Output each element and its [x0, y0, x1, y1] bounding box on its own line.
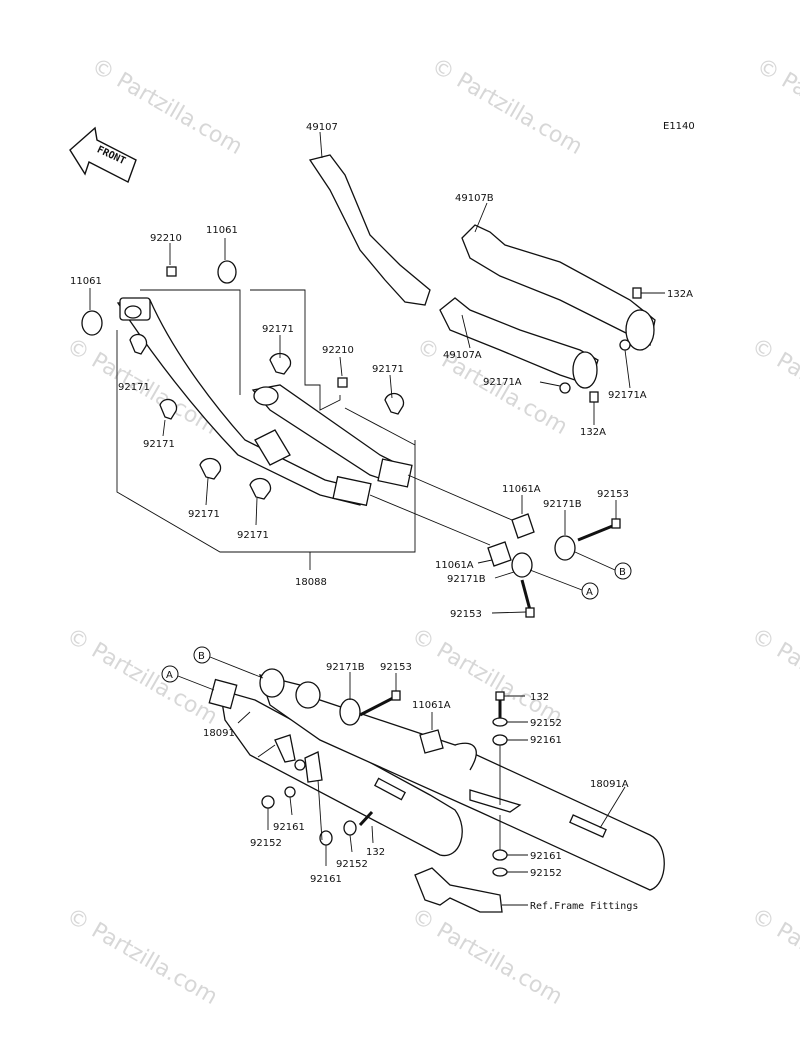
muffler-18091A	[259, 668, 665, 891]
label-132A: 132A	[580, 427, 606, 438]
muffler-bracket-hardware-right	[492, 691, 528, 877]
label-92161: 92161	[530, 851, 562, 862]
bolt-92153-lower	[491, 579, 535, 618]
label-92171: 92171	[262, 324, 294, 335]
label-132: 132	[366, 847, 385, 858]
watermark: © Partzilla.com	[747, 904, 800, 1011]
label-92161: 92161	[530, 735, 562, 746]
label-132: 132	[530, 692, 549, 703]
label-92161: 92161	[273, 822, 305, 833]
watermark: © Partzilla.com	[407, 624, 567, 731]
callout-b-label: B	[619, 567, 626, 578]
label-92171A: 92171A	[608, 390, 647, 401]
callout-a-label: A	[166, 670, 173, 681]
watermark: © Partzilla.com	[752, 54, 800, 161]
label-92210: 92210	[322, 345, 354, 356]
front-arrow-icon: FRONT	[69, 126, 137, 183]
sleeve-11061A-lower	[477, 541, 512, 567]
watermark: © Partzilla.com	[62, 904, 222, 1011]
label-92152: 92152	[336, 859, 368, 870]
label-92210: 92210	[150, 233, 182, 244]
clamp-92171A-right	[619, 339, 631, 389]
label-92153: 92153	[597, 489, 629, 500]
clamp-92171A-left	[539, 381, 571, 394]
bolt-92153-upper	[577, 500, 621, 542]
muffler-bracket-hardware-left	[257, 734, 374, 866]
frame-fitting-bracket	[414, 867, 528, 913]
watermark: © Partzilla.com	[747, 334, 800, 441]
callout-a-lower: A	[161, 665, 215, 691]
watermark: © Partzilla.com	[427, 54, 587, 161]
label-92161: 92161	[310, 874, 342, 885]
screw-132A-top	[632, 287, 665, 299]
diagram-code: E1140	[663, 121, 695, 132]
label-11061A: 11061A	[435, 560, 474, 571]
part-labels: 49107 49107B 49107A 132A 132A 92171A 921…	[70, 122, 693, 912]
callout-a-upper: A	[529, 569, 599, 600]
label-92171A: 92171A	[483, 377, 522, 388]
sleeve-11061A-bottom	[419, 712, 444, 754]
watermark: © Partzilla.com	[87, 54, 247, 161]
clamp-92171B-upper	[554, 510, 576, 561]
callout-b-upper: B	[574, 551, 632, 580]
label-11061: 11061	[70, 276, 102, 287]
label-92171: 92171	[143, 439, 175, 450]
leader-18091A	[599, 786, 626, 829]
label-92152: 92152	[250, 838, 282, 849]
gasket-11061-top	[217, 238, 237, 284]
label-92171B: 92171B	[326, 662, 365, 673]
clamp-92171-5	[199, 457, 222, 506]
label-92153: 92153	[450, 609, 482, 620]
label-92171: 92171	[237, 530, 269, 541]
label-18091: 18091	[203, 728, 235, 739]
label-92171: 92171	[118, 382, 150, 393]
label-11061: 11061	[206, 225, 238, 236]
watermark: © Partzilla.com	[747, 624, 800, 731]
label-18088: 18088	[295, 577, 327, 588]
heat-cover-49107B	[461, 202, 656, 351]
label-ref-frame-fittings: Ref.Frame Fittings	[530, 901, 638, 912]
watermark-layer: © Partzilla.com © Partzilla.com © Partzi…	[62, 54, 800, 1011]
label-132A: 132A	[667, 289, 693, 300]
clamp-92171B-lower	[494, 552, 533, 579]
label-92152: 92152	[530, 868, 562, 879]
sleeve-11061A-upper	[511, 495, 535, 539]
group-bracket-18088	[116, 289, 513, 570]
leader-18091	[237, 711, 251, 724]
bolt-92153-bottom	[359, 673, 401, 717]
label-49107: 49107	[306, 122, 338, 133]
clamp-92171-1	[129, 333, 148, 355]
gasket-11061-left	[81, 288, 103, 336]
heat-cover-49107	[308, 131, 431, 306]
label-18091A: 18091A	[590, 779, 629, 790]
label-92171: 92171	[188, 509, 220, 520]
nut-92210-left	[166, 243, 177, 277]
label-92153: 92153	[380, 662, 412, 673]
label-92171B: 92171B	[447, 574, 486, 585]
clamp-92171-3	[269, 335, 292, 375]
clamp-92171-6	[249, 477, 272, 526]
muffler-18091	[208, 678, 463, 857]
callout-b-lower: B	[193, 646, 264, 679]
watermark: © Partzilla.com	[62, 624, 222, 731]
nut-92210-mid	[337, 356, 348, 388]
clamp-92171-2	[159, 398, 178, 437]
label-92171: 92171	[372, 364, 404, 375]
callout-b-label: B	[198, 651, 205, 662]
screw-132A-bottom	[589, 391, 599, 425]
label-49107B: 49107B	[455, 193, 494, 204]
label-92152: 92152	[530, 718, 562, 729]
label-92171B: 92171B	[543, 499, 582, 510]
callout-a-label: A	[586, 587, 593, 598]
watermark: © Partzilla.com	[407, 904, 567, 1011]
clamp-92171-4	[384, 374, 405, 415]
label-49107A: 49107A	[443, 350, 482, 361]
clamp-92171B-bottom	[339, 672, 361, 726]
heat-cover-49107A	[439, 297, 599, 389]
label-11061A: 11061A	[412, 700, 451, 711]
label-11061A: 11061A	[502, 484, 541, 495]
exhaust-pipe-18088	[116, 297, 413, 507]
